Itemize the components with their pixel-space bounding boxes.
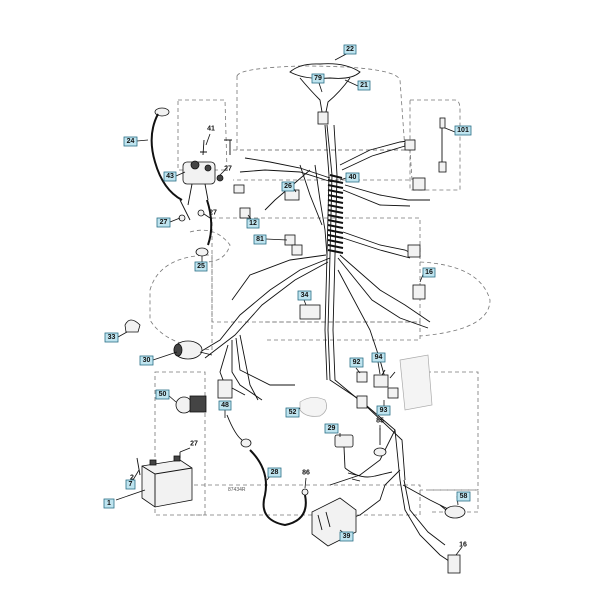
cable-24 — [150, 107, 183, 201]
callout-25: 25 — [194, 261, 208, 272]
switch-16-lower — [412, 284, 461, 574]
module-50 — [175, 379, 246, 414]
svg-text:22: 22 — [346, 46, 354, 53]
svg-text:24: 24 — [127, 138, 135, 145]
drawing-number: 87434R — [228, 487, 246, 493]
label-16-lower: 16 — [459, 542, 467, 549]
cable-28 — [226, 414, 309, 527]
connector-33 — [124, 319, 141, 333]
harness-101 — [404, 117, 447, 258]
cable-25 — [195, 199, 213, 257]
svg-text:39: 39 — [343, 533, 351, 540]
harness-coil — [327, 174, 344, 254]
label-27-upper: 27 — [224, 166, 232, 173]
callout-12: 12 — [246, 218, 260, 229]
callout-22: 22 — [343, 44, 357, 55]
connector-58 — [439, 504, 466, 519]
callout-21: 21 — [357, 80, 371, 91]
callout-43: 43 — [163, 171, 177, 182]
svg-text:52: 52 — [289, 409, 297, 416]
svg-text:29: 29 — [328, 425, 336, 432]
callout-101: 101 — [454, 125, 472, 136]
plug-29 — [334, 434, 393, 482]
svg-text:92: 92 — [353, 359, 361, 366]
callout-27-left: 27 — [156, 217, 171, 228]
callout-34: 34 — [297, 290, 312, 301]
callout-40: 40 — [345, 172, 360, 183]
callout-30: 30 — [139, 355, 154, 366]
svg-text:40: 40 — [349, 174, 357, 181]
svg-text:16: 16 — [425, 269, 433, 276]
solenoid-43 — [179, 139, 224, 221]
label-85: 85 — [376, 418, 384, 425]
callout-81: 81 — [253, 234, 267, 245]
callout-7: 7 — [125, 479, 136, 490]
svg-text:43: 43 — [166, 173, 174, 180]
callout-52: 52 — [285, 407, 300, 418]
svg-text:26: 26 — [284, 183, 292, 190]
label-86: 86 — [302, 470, 310, 477]
fuse-85 — [373, 428, 387, 457]
switch-30 — [173, 340, 213, 360]
tractor-outline — [149, 65, 491, 516]
svg-text:93: 93 — [380, 407, 388, 414]
svg-text:7: 7 — [129, 481, 133, 488]
svg-text:12: 12 — [249, 220, 257, 227]
svg-text:101: 101 — [457, 127, 469, 134]
svg-text:79: 79 — [314, 75, 322, 82]
label-41: 41 — [207, 126, 215, 133]
svg-text:33: 33 — [108, 334, 116, 341]
svg-text:81: 81 — [256, 236, 264, 243]
svg-text:1: 1 — [107, 500, 111, 507]
callout-28: 28 — [267, 467, 282, 478]
callout-26: 26 — [281, 181, 295, 192]
svg-text:27: 27 — [160, 219, 168, 226]
svg-text:94: 94 — [375, 354, 383, 361]
callout-16-upper: 16 — [422, 267, 436, 278]
callout-79: 79 — [311, 73, 325, 84]
label-2: 2 — [130, 475, 134, 482]
svg-text:58: 58 — [460, 493, 468, 500]
svg-text:25: 25 — [197, 263, 205, 270]
callout-33: 33 — [104, 332, 119, 343]
part-52-faint — [299, 397, 327, 417]
svg-text:50: 50 — [159, 391, 167, 398]
headlight-assembly — [289, 63, 361, 125]
svg-text:21: 21 — [360, 82, 368, 89]
svg-text:34: 34 — [301, 292, 309, 299]
label-27-middle: 27 — [209, 210, 217, 217]
callout-24: 24 — [123, 136, 138, 147]
callout-50: 50 — [155, 389, 170, 400]
callout-39: 39 — [339, 531, 354, 542]
svg-text:28: 28 — [271, 469, 279, 476]
svg-text:48: 48 — [221, 402, 229, 409]
callout-48: 48 — [218, 400, 232, 411]
svg-text:30: 30 — [143, 357, 151, 364]
battery-assembly — [136, 452, 193, 508]
callout-29: 29 — [324, 423, 339, 434]
label-27-battery: 27 — [190, 441, 198, 448]
callout-1: 1 — [103, 498, 115, 509]
callout-92: 92 — [349, 357, 364, 368]
callout-94: 94 — [371, 352, 386, 363]
callout-58: 58 — [456, 491, 471, 502]
panel-92-94 — [356, 354, 433, 411]
callout-93: 93 — [376, 405, 391, 416]
